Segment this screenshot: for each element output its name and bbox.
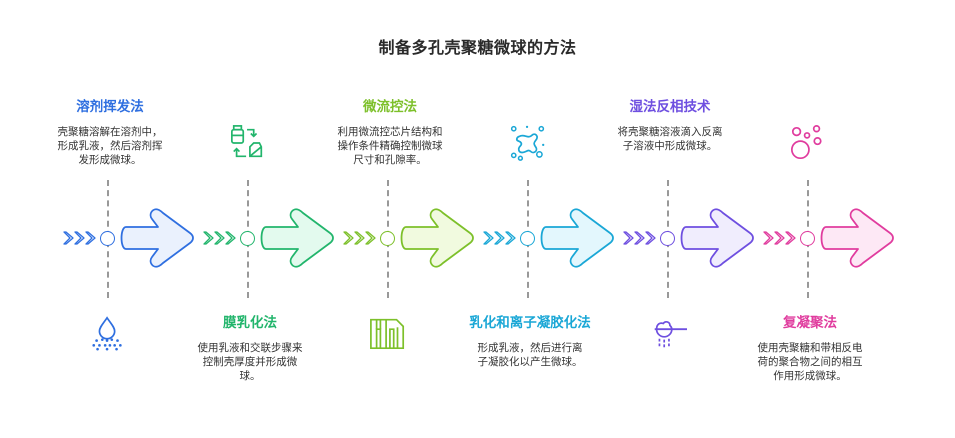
stage-membrane-emulsification: 膜乳化法 使用乳液和交联步骤来控制壳厚度并形成微球。 (198, 0, 340, 438)
stage-label: 乳化和离子凝胶化法 形成乳液，然后进行离子凝胶化以产生微球。 (450, 314, 610, 369)
diagram-title: 制备多孔壳聚糖微球的方法 (378, 38, 577, 57)
stage-title: 溶剂挥发法 (76, 99, 144, 115)
stage-title: 微流控法 (363, 99, 417, 115)
arrow-icon (540, 208, 614, 268)
timeline-node (100, 231, 115, 246)
arrow-icon (680, 208, 754, 268)
water-drop-spray-icon (92, 316, 122, 351)
timeline-node (240, 231, 255, 246)
stage-emulsion-ionic-gelation: 乳化和离子凝胶化法 形成乳液，然后进行离子凝胶化以产生微球。 (469, 0, 620, 438)
arrow-icon (400, 208, 474, 268)
stage-label: 复凝聚法 使用壳聚糖和带相反电荷的聚合物之间的相互作用形成微球。 (730, 314, 890, 383)
stage-label: 湿法反相技术 将壳聚糖溶液滴入反离子溶液中形成微球。 (590, 98, 750, 153)
splash-droplets-icon (510, 125, 545, 161)
stage-microfluidics: 微流控法 利用微流控芯片结构和操作条件精确控制微球尺寸和孔隙率。 (338, 0, 480, 438)
stage-description: 将壳聚糖溶液滴入反离子溶液中形成微球。 (617, 126, 723, 152)
shower-pour-icon (654, 320, 687, 349)
chevrons-icon (343, 231, 376, 245)
timeline-node (800, 231, 815, 246)
stage-description: 形成乳液，然后进行离子凝胶化以产生微球。 (477, 342, 583, 368)
chevrons-icon (63, 231, 96, 245)
stage-title: 复凝聚法 (783, 315, 837, 331)
stage-complex-coacervation: 复凝聚法 使用壳聚糖和带相反电荷的聚合物之间的相互作用形成微球。 (758, 0, 900, 438)
arrow-icon (120, 208, 194, 268)
stage-title: 湿法反相技术 (629, 99, 711, 115)
stage-description: 利用微流控芯片结构和操作条件精确控制微球尺寸和孔隙率。 (337, 126, 443, 166)
arrow-icon (820, 208, 894, 268)
chevrons-icon (483, 231, 516, 245)
stage-label: 微流控法 利用微流控芯片结构和操作条件精确控制微球尺寸和孔隙率。 (310, 98, 470, 167)
stage-description: 使用壳聚糖和带相反电荷的聚合物之间的相互作用形成微球。 (757, 342, 863, 382)
stage-description: 壳聚糖溶解在溶剂中，形成乳液，然后溶剂挥发形成微球。 (57, 126, 163, 166)
microfluidic-chip-icon (370, 318, 405, 350)
stage-label: 膜乳化法 使用乳液和交联步骤来控制壳厚度并形成微球。 (170, 314, 330, 383)
stage-description: 使用乳液和交联步骤来控制壳厚度并形成微球。 (197, 342, 303, 382)
arrow-icon (260, 208, 334, 268)
chevrons-icon (203, 231, 236, 245)
stage-wet-phase-inversion: 湿法反相技术 将壳聚糖溶液滴入反离子溶液中形成微球。 (618, 0, 760, 438)
chevrons-icon (763, 231, 796, 245)
timeline-node (660, 231, 675, 246)
timeline-node (380, 231, 395, 246)
stage-solvent-evaporation: 溶剂挥发法 壳聚糖溶解在溶剂中，形成乳液，然后溶剂挥发形成微球。 (58, 0, 200, 438)
container-transfer-cycle-icon (230, 125, 263, 158)
stage-title: 膜乳化法 (223, 315, 277, 331)
stage-label: 溶剂挥发法 壳聚糖溶解在溶剂中，形成乳液，然后溶剂挥发形成微球。 (30, 98, 190, 167)
chevrons-icon (623, 231, 656, 245)
bubbles-icon (790, 125, 822, 160)
stage-title: 乳化和离子凝胶化法 (469, 315, 591, 331)
timeline-node (520, 231, 535, 246)
